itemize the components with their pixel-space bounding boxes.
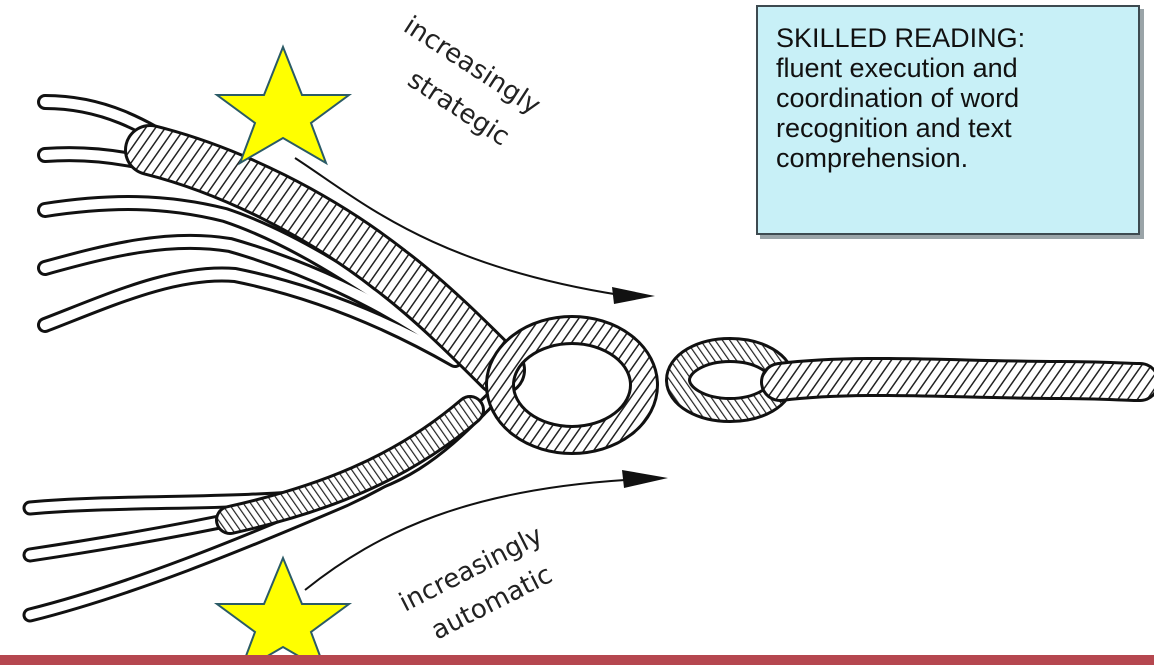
bottom-accent-bar	[0, 655, 1154, 665]
callout-line-1: fluent execution and	[776, 53, 1128, 83]
rope-loops	[500, 330, 1140, 440]
callout-line-4: comprehension.	[776, 143, 1128, 173]
star-icon-top	[217, 47, 349, 163]
skilled-reading-callout: SKILLED READING: fluent execution and co…	[756, 5, 1140, 235]
callout-line-3: recognition and text	[776, 113, 1128, 143]
callout-line-2: coordination of word	[776, 83, 1128, 113]
callout-title: SKILLED READING:	[776, 23, 1128, 53]
star-icon-bottom	[217, 558, 349, 665]
